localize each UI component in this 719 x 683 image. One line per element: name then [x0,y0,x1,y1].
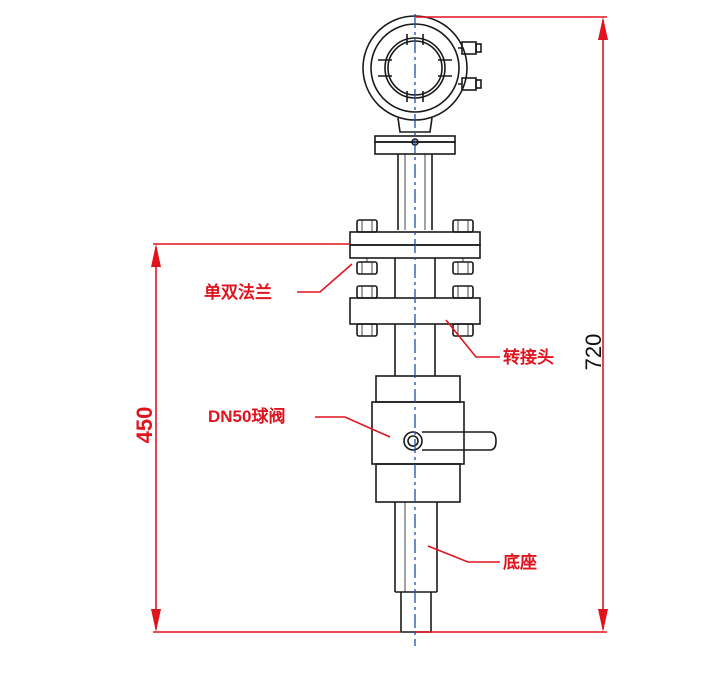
spool-pipe [394,258,436,298]
base-tube [394,502,438,633]
valve-leader-line [315,416,391,438]
ball-valve-callout: DN50球阀 [208,406,285,426]
flange-leader-line [297,263,353,293]
base-leader-line [427,545,500,563]
probe-tube [397,154,433,230]
adapter-callout: 转接头 [503,347,554,367]
flange-callout: 单双法兰 [204,282,272,302]
dimension-450-label: 450 [132,407,157,444]
ball-valve-body [371,375,497,503]
base-callout: 底座 [503,552,537,572]
transmitter-head [362,15,482,121]
dimension-720-label: 720 [581,334,606,371]
adapter-leader-line [445,319,500,358]
dimension-lines [151,16,608,633]
pipe-to-valve [394,324,436,376]
instrument-outline [349,15,497,633]
